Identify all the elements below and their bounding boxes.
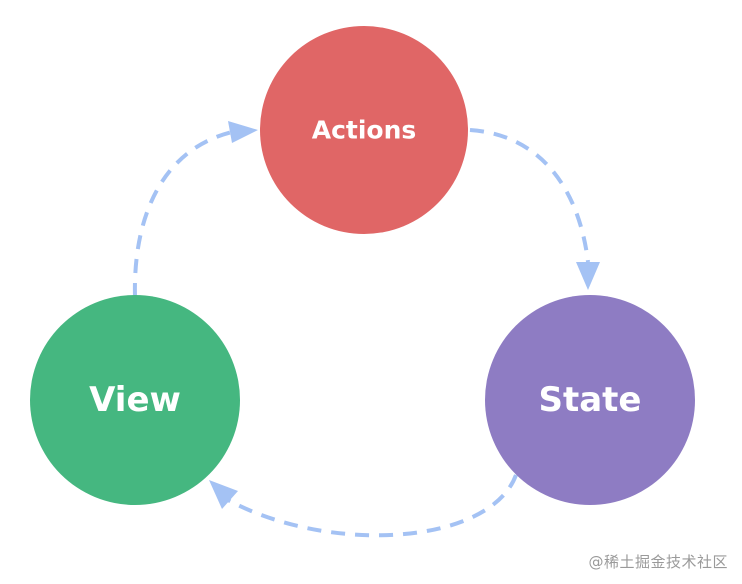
arrowhead-state [576,262,600,290]
node-actions: Actions [260,26,468,234]
node-state: State [485,295,695,505]
node-state-label: State [539,380,642,420]
arrowhead-view [209,480,238,509]
node-view-label: View [89,380,181,420]
edge-actions-to-state [469,128,590,263]
watermark-text: @稀土掘金技术社区 [588,553,728,571]
node-actions-circle [260,26,468,234]
node-view-circle [30,295,240,505]
node-state-circle [485,295,695,505]
edge-view-to-actions [132,130,233,298]
arrowhead-actions [228,121,258,143]
edge-state-to-view [227,474,518,538]
node-view: View [30,295,240,505]
node-actions-label: Actions [312,116,417,145]
